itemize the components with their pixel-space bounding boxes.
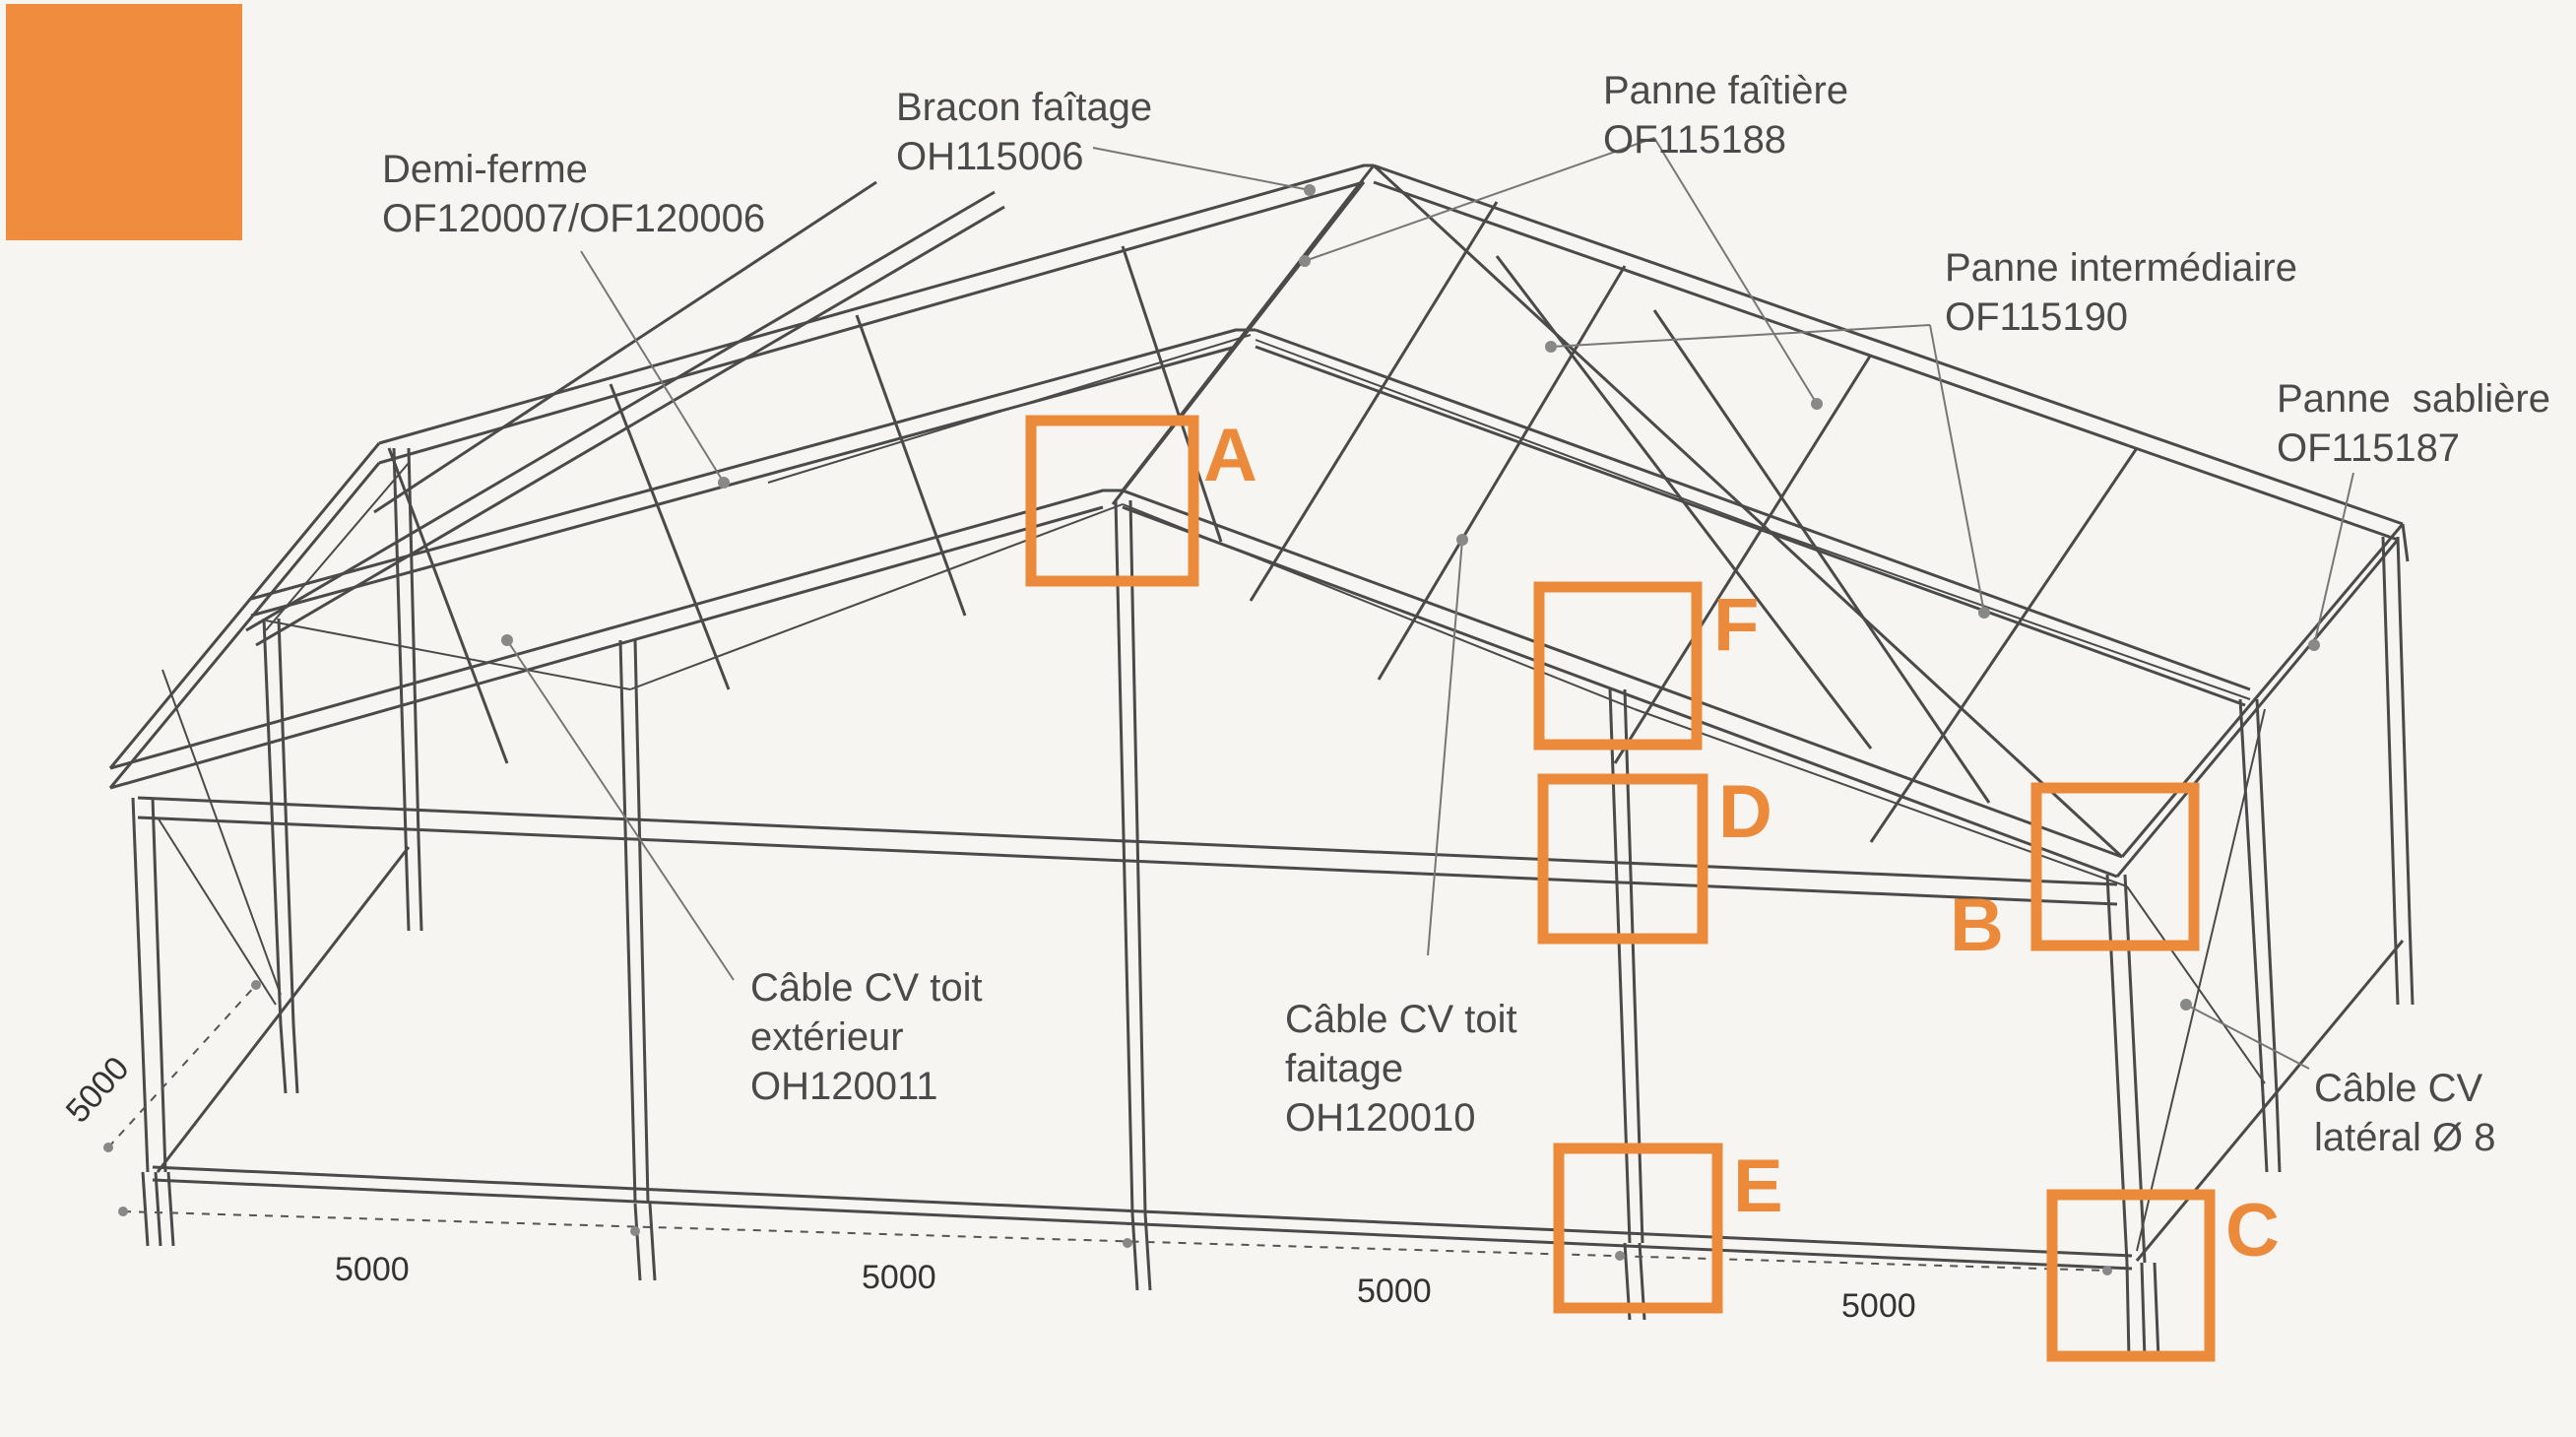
leader-lines <box>506 137 2354 1070</box>
detail-letter-e: E <box>1733 1144 1783 1228</box>
dimension-front-3: 5000 <box>1357 1273 1432 1310</box>
detail-letter-f: F <box>1713 583 1759 667</box>
label-panne-sabliere-name: Panne sablière <box>2277 377 2550 421</box>
detail-letter-a: A <box>1203 414 1257 497</box>
dimension-front-4: 5000 <box>1841 1287 1916 1325</box>
label-panne-sabliere-code: OF115187 <box>2277 426 2460 470</box>
detail-letters: A F D B E C <box>1203 414 2280 1273</box>
color-swatch <box>6 4 242 240</box>
dimension-front-1: 5000 <box>335 1251 410 1288</box>
label-cable-faitage-line2: faitage <box>1285 1047 1403 1090</box>
steel-frame <box>108 163 2415 1360</box>
label-panne-faitiere-code: OF115188 <box>1603 118 1786 162</box>
label-cable-faitage-line1: Câble CV toit <box>1285 998 1517 1041</box>
label-panne-intermediaire-name: Panne intermédiaire <box>1945 246 2297 290</box>
detail-letter-c: C <box>2225 1189 2280 1273</box>
detail-box-c <box>2046 1189 2216 1362</box>
label-bracon-faitage-name: Bracon faîtage <box>896 86 1152 129</box>
detail-box-b <box>2030 782 2200 951</box>
leader-dots <box>501 184 2320 1011</box>
label-cable-lateral-line1: Câble CV <box>2314 1067 2483 1110</box>
label-cable-exterieur-code: OH120011 <box>750 1065 938 1108</box>
label-cable-faitage-code: OH120010 <box>1285 1096 1475 1140</box>
label-cable-lateral-line2: latéral Ø 8 <box>2314 1116 2496 1159</box>
detail-box-f <box>1533 581 1703 751</box>
detail-box-d <box>1537 773 1708 945</box>
label-panne-intermediaire-code: OF115190 <box>1945 295 2128 339</box>
label-demi-ferme-code: OF120007/OF120006 <box>382 197 765 240</box>
label-cable-exterieur-line2: extérieur <box>750 1015 904 1059</box>
label-panne-faitiere-name: Panne faîtière <box>1603 69 1848 112</box>
dimension-ticks <box>103 980 2112 1275</box>
label-demi-ferme-name: Demi-ferme <box>382 148 588 191</box>
detail-box-e <box>1553 1143 1723 1314</box>
dimension-lines <box>107 984 2108 1272</box>
component-labels: Demi-ferme OF120007/OF120006 Bracon faît… <box>382 69 2550 1159</box>
label-cable-exterieur-line1: Câble CV toit <box>750 966 983 1010</box>
detail-box-a <box>1025 415 1199 587</box>
dimension-front-2: 5000 <box>862 1259 936 1296</box>
detail-boxes <box>1025 415 2216 1362</box>
dimension-side: 5000 <box>59 1050 137 1131</box>
label-bracon-faitage-code: OH115006 <box>896 135 1084 178</box>
detail-letter-d: D <box>1718 770 1772 854</box>
detail-letter-b: B <box>1950 883 2004 967</box>
